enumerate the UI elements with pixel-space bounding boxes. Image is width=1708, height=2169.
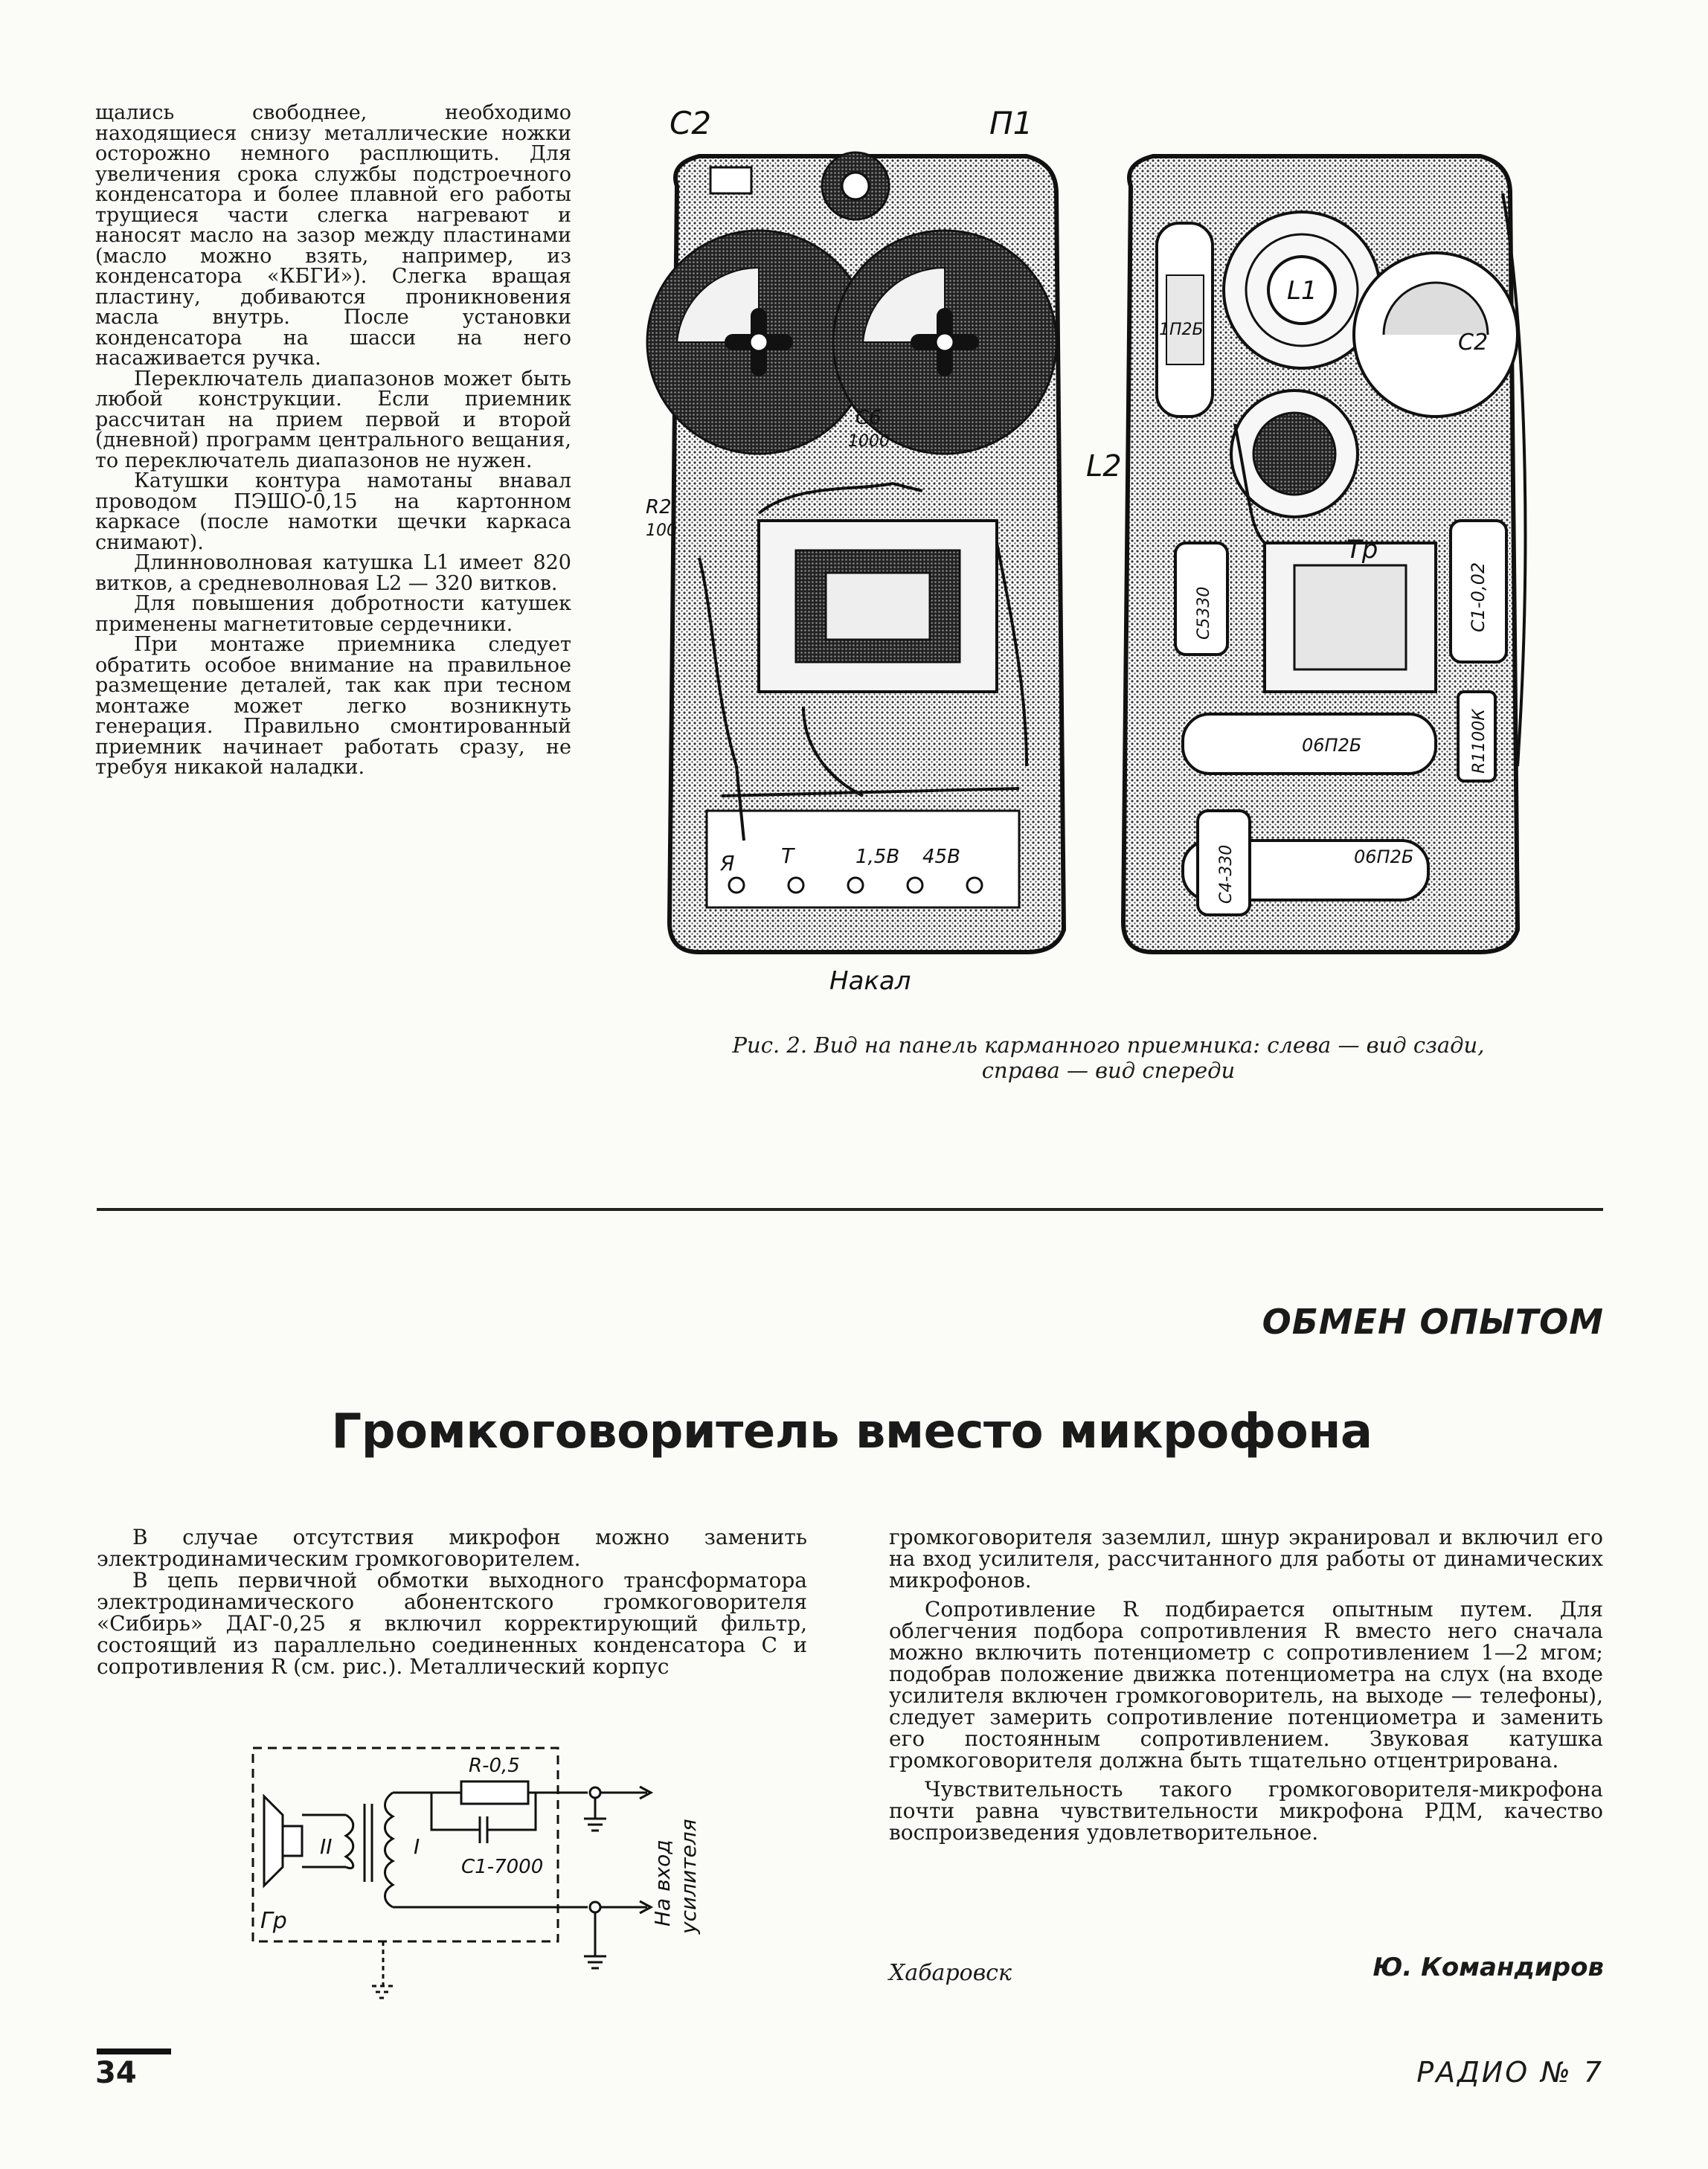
schematic-input-label-1: На вход <box>650 1839 675 1927</box>
fig-label-c4: C4-330 <box>1217 845 1236 904</box>
page-number: 34 <box>95 2056 137 2090</box>
front-view-panel <box>1120 154 1527 954</box>
article-paragraph: Чувствительность такого громкоговорителя… <box>889 1777 1603 1845</box>
article-place: Хабаровск <box>889 1960 1012 1986</box>
section-divider <box>97 1208 1603 1211</box>
left-paragraph: щались свободнее, необходимо находящиеся… <box>95 101 571 370</box>
schematic-input-label-2: усилителя <box>676 1819 701 1935</box>
fig-label-45v: 45В <box>922 846 960 868</box>
fig-label-tr: Тр <box>1346 535 1378 565</box>
figure-caption-line2: справа — вид спереди <box>981 1058 1236 1083</box>
article-paragraph: Сопротивление R подбирается опытным путе… <box>889 1597 1603 1773</box>
schematic-r-label: R-0,5 <box>469 1755 520 1777</box>
article-paragraph: В цепь первичной обмотки выходного транс… <box>97 1568 807 1679</box>
rear-view-panel <box>646 151 1067 954</box>
article-paragraph: громкоговорителя заземлил, шнур экраниро… <box>889 1525 1603 1593</box>
fig-label-15v: 1,5В <box>855 846 899 868</box>
fig-label-p1: П1 <box>989 105 1033 141</box>
schematic-winding-ii: II <box>320 1834 333 1859</box>
fig-label-t: Т <box>781 844 795 868</box>
fig-label-c6: C6 <box>855 407 882 429</box>
filter-schematic: R-0,5 C1-7000 I II Гр На вход усилителя <box>251 1747 701 1999</box>
figure-caption: Рис. 2. Вид на панель карманного приемни… <box>655 1032 1562 1083</box>
fig-label-r2-value: 100 <box>646 521 677 540</box>
fig-label-tube3: 06П2Б <box>1354 846 1413 867</box>
fig-label-c2-right: C2 <box>1458 330 1488 356</box>
page-number-rule <box>97 2048 171 2054</box>
left-paragraph: При монтаже приемника следует обратить о… <box>95 633 571 779</box>
fig-label-nakal: Накал <box>829 966 911 996</box>
article-column-1: В случае отсутствия микрофон можно замен… <box>97 1526 807 1677</box>
fig-label-l1: L1 <box>1287 276 1317 306</box>
article-title: Громкоговоритель вместо микрофона <box>331 1404 1372 1459</box>
section-label: ОБМЕН ОПЫТОМ <box>1262 1302 1604 1342</box>
fig-label-r1: R1100К <box>1470 708 1489 774</box>
fig-label-c5: C5330 <box>1195 587 1213 640</box>
schematic-c-label: C1-7000 <box>461 1856 543 1878</box>
fig-label-tube1: 1П2Б <box>1159 321 1204 339</box>
fig-label-c6-value: 1000 <box>848 432 890 451</box>
fig-label-ya: Я <box>719 851 734 875</box>
fig-label-tube2: 06П2Б <box>1302 735 1361 756</box>
receiver-panel-figure: C2 П1 C6 1000 R2 100 Я Т 1,5В 45В Накал … <box>646 105 1527 996</box>
left-paragraph: Катушки контура намотаны внавал проводом… <box>95 469 571 554</box>
figure-caption-line1: Рис. 2. Вид на панель карманного приемни… <box>732 1032 1485 1058</box>
article-paragraph: В случае отсутствия микрофон можно замен… <box>97 1525 807 1571</box>
schematic-gr-label: Гр <box>260 1908 287 1934</box>
fig-label-c1: C1-0,02 <box>1468 562 1489 632</box>
article-author: Ю. Командиров <box>1372 1953 1604 1982</box>
left-paragraph: Длинноволновая катушка L1 имеет 820 витк… <box>95 551 571 595</box>
left-paragraph: Для повышения добротности катушек примен… <box>95 592 571 636</box>
magazine-issue: РАДИО № 7 <box>1416 2056 1604 2089</box>
article-column-2: громкоговорителя заземлил, шнур экраниро… <box>889 1526 1603 1843</box>
fig-label-l2: L2 <box>1086 449 1122 483</box>
fig-label-c2: C2 <box>670 105 711 141</box>
schematic-winding-i: I <box>414 1834 420 1859</box>
fig-label-r2: R2 <box>646 496 672 518</box>
left-column: щались свободнее, необходимо находящиеся… <box>95 103 571 778</box>
left-paragraph: Переключатель диапазонов может быть любо… <box>95 367 571 472</box>
